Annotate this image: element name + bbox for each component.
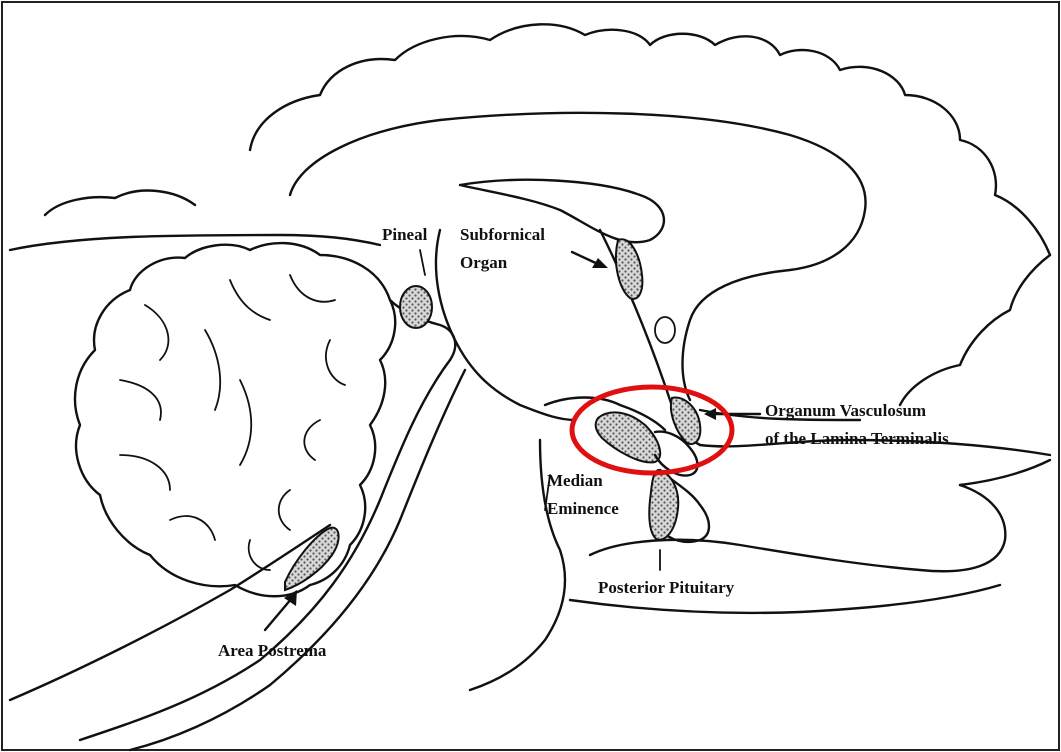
tentorium [10, 235, 380, 250]
cerebellum-folia [120, 275, 345, 570]
cortex-outline-top [250, 24, 1050, 255]
cerebellum-outline [75, 243, 395, 596]
cortex-outline-right [900, 255, 1050, 405]
occipital-outline [45, 191, 195, 215]
anterior-commissure [655, 317, 675, 343]
label-pineal: Pineal [382, 225, 428, 244]
label-ovlt-1: Organum Vasculosum [765, 401, 926, 420]
label-posterior-pituitary: Posterior Pituitary [598, 578, 735, 597]
basal-outline [960, 460, 1050, 485]
subfornical-arrow [572, 252, 608, 268]
label-subfornical-2: Organ [460, 253, 508, 272]
label-median-2: Eminence [547, 499, 619, 518]
label-ovlt-2: of the Lamina Terminalis [765, 429, 949, 448]
label-subfornical-1: Subfornical [460, 225, 545, 244]
label-median-1: Median [547, 471, 603, 490]
subfornical-organ [616, 239, 642, 299]
pineal-organ [400, 286, 432, 328]
pineal-pointer [420, 250, 425, 275]
corpus-callosum [290, 113, 866, 400]
brainstem-front [80, 360, 450, 740]
label-area-postrema: Area Postrema [218, 641, 327, 660]
